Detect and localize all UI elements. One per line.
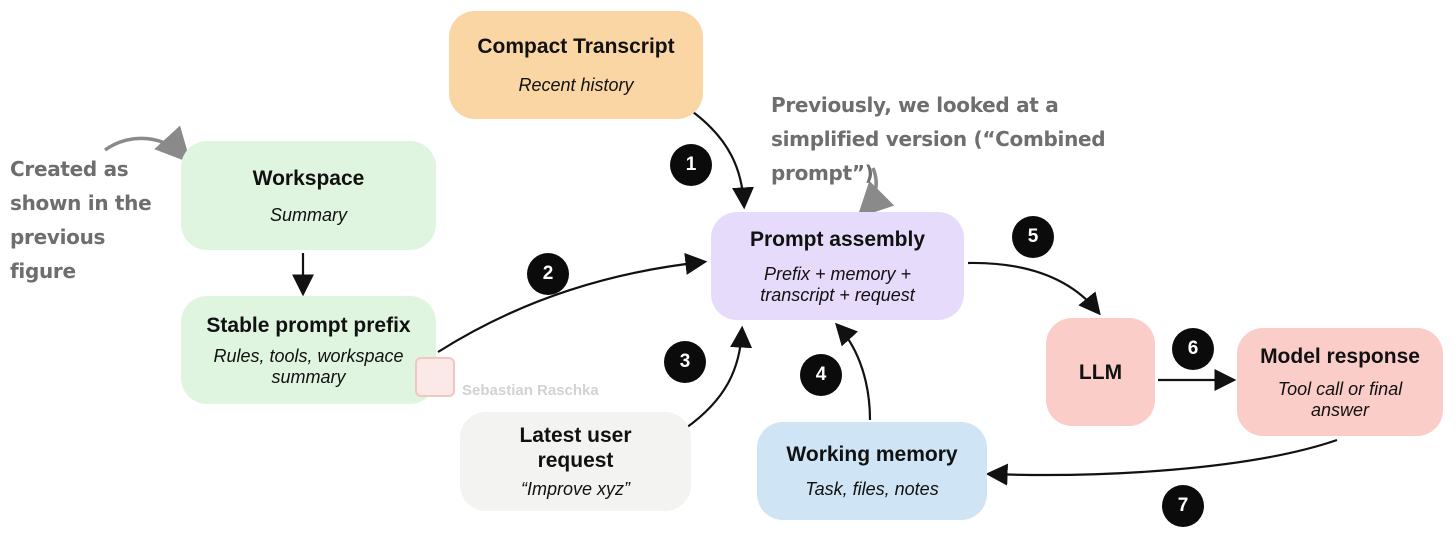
llm-title: LLM	[1078, 360, 1123, 384]
model-response-subtitle: Tool call or final answer	[1277, 378, 1403, 420]
compact-transcript-box: Compact Transcript Recent history	[449, 11, 703, 119]
watermark-logo-icon	[415, 357, 455, 397]
step-badge-6: 6	[1172, 328, 1214, 370]
compact-transcript-title: Compact Transcript	[477, 35, 675, 58]
step-badge-5: 5	[1012, 216, 1054, 258]
step-badge-3: 3	[664, 341, 706, 383]
step-badge-4: 4	[800, 354, 842, 396]
note-arrow-previously	[857, 167, 895, 218]
latest-request-box: Latest user request “Improve xyz”	[460, 412, 691, 511]
prompt-assembly-title: Prompt assembly	[749, 227, 926, 251]
working-memory-subtitle: Task, files, notes	[805, 479, 939, 499]
workspace-title: Workspace	[252, 166, 365, 190]
model-response-title: Model response	[1260, 344, 1420, 368]
arrow-request-to-assembly	[685, 325, 753, 429]
arrow-response-to-memory	[985, 438, 1338, 486]
arrow-assembly-to-llm	[967, 261, 1101, 316]
stable-prefix-title: Stable prompt prefix	[206, 313, 411, 337]
llm-box: LLM	[1046, 318, 1155, 426]
arrow-prefix-to-assembly	[437, 252, 708, 353]
arrow-memory-to-assembly	[835, 322, 872, 421]
working-memory-title: Working memory	[786, 443, 958, 466]
stable-prefix-box: Stable prompt prefix Rules, tools, works…	[181, 296, 436, 404]
latest-request-subtitle: “Improve xyz”	[520, 479, 630, 499]
latest-request-title: Latest user request	[519, 424, 632, 472]
working-memory-box: Working memory Task, files, notes	[757, 422, 987, 520]
step-badge-1: 1	[670, 144, 712, 186]
prompt-assembly-subtitle: Prefix + memory + transcript + request	[760, 263, 915, 305]
watermark-text: Sebastian Raschka	[462, 382, 599, 399]
workspace-box: Workspace Summary	[181, 141, 436, 250]
note-previously: Previously, we looked at a simplified ve…	[771, 93, 1106, 185]
step-badge-2: 2	[527, 253, 569, 295]
model-response-box: Model response Tool call or final answer	[1237, 328, 1443, 436]
prompt-assembly-box: Prompt assembly Prefix + memory + transc…	[711, 212, 964, 320]
note-arrow-created	[103, 125, 191, 164]
arrow-transcript-to-assembly	[692, 111, 754, 210]
step-badge-7: 7	[1162, 485, 1204, 527]
stable-prefix-subtitle: Rules, tools, workspace summary	[213, 345, 404, 387]
compact-transcript-subtitle: Recent history	[518, 75, 634, 95]
workspace-subtitle: Summary	[269, 204, 347, 225]
note-created-as: Created as shown in the previous figure	[10, 157, 152, 283]
